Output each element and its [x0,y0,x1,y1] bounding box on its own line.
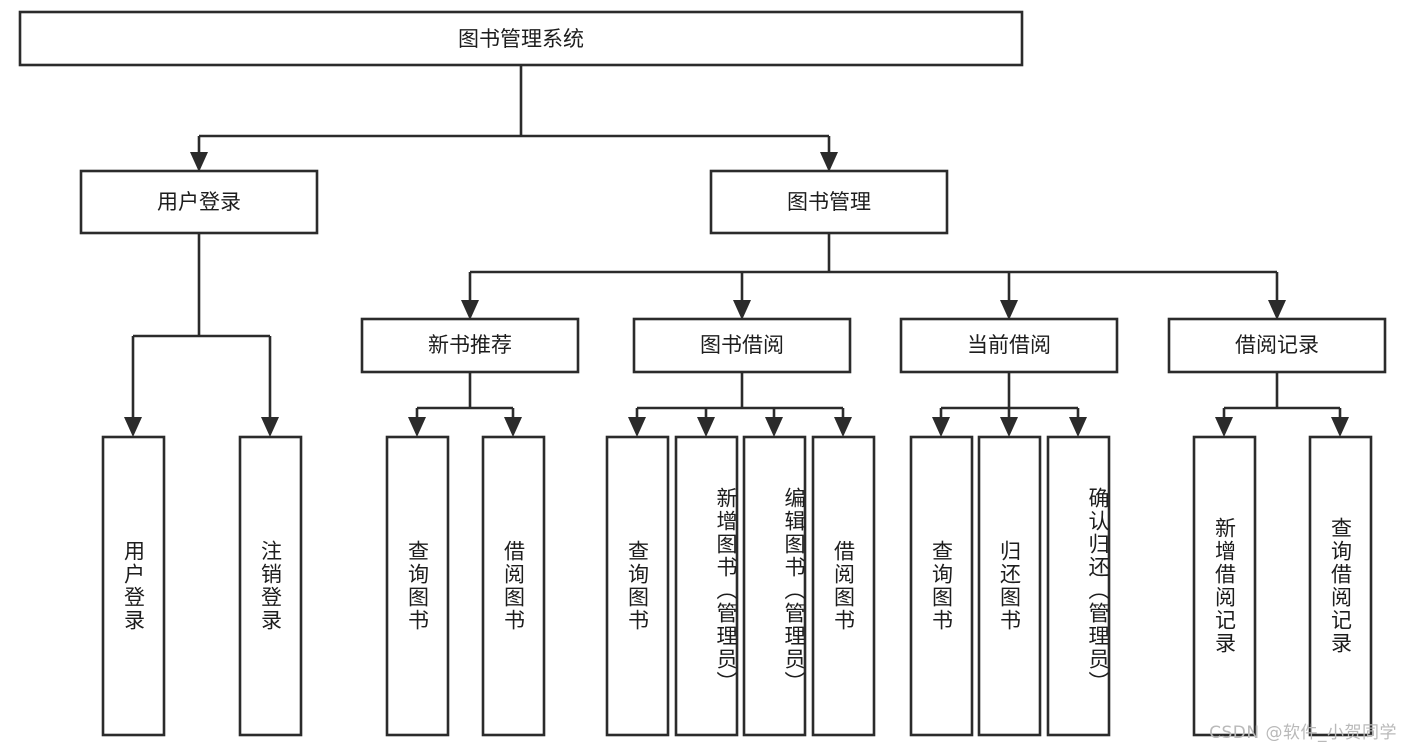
arrow-record-leaf-1 [1215,417,1233,437]
leaf-box-user-login[interactable] [101,435,166,737]
leaf-box-query-book-1[interactable] [385,435,450,737]
node-new-book-recommend-box[interactable] [360,317,580,374]
leaf-box-return-book[interactable] [977,435,1042,737]
node-borrow-record-box[interactable] [1167,317,1387,374]
node-book-management[interactable]: 图书管理 [709,169,949,235]
node-root-label: 图书管理系统 [458,27,584,51]
arrow-current-leaf-2 [1000,417,1018,437]
arrow-userlogin-leaf-2 [261,417,279,437]
node-root[interactable]: 图书管理系统 [18,10,1024,67]
arrow-record-leaf-2 [1331,417,1349,437]
arrow-root-to-book-mgmt [820,152,838,172]
leaf-box-borrow-book-2[interactable] [811,435,876,737]
arrow-bookmgmt-to-borrow [733,300,751,320]
arrow-borrow-leaf-3 [765,417,783,437]
arrow-bookmgmt-to-current [1000,300,1018,320]
connectors-group [124,66,1349,437]
arrow-bookmgmt-to-newbook [461,300,479,320]
node-book-borrow-label: 图书借阅 [700,333,784,357]
node-root-box[interactable] [18,10,1024,67]
arrow-newbook-leaf-1 [408,417,426,437]
node-borrow-record[interactable]: 借阅记录 [1167,317,1387,374]
leaf-box-logout[interactable] [238,435,303,737]
node-current-borrow-label: 当前借阅 [967,333,1051,357]
leaf-box-query-book-2[interactable] [605,435,670,737]
arrow-borrow-leaf-1 [628,417,646,437]
leaf-box-query-book-3[interactable] [909,435,974,737]
arrow-newbook-leaf-2 [504,417,522,437]
node-current-borrow-box[interactable] [899,317,1119,374]
arrow-userlogin-leaf-1 [124,417,142,437]
leaf-box-borrow-book-1[interactable] [481,435,546,737]
node-book-management-label: 图书管理 [787,190,871,214]
arrow-borrow-leaf-4 [834,417,852,437]
arrow-borrow-leaf-2 [697,417,715,437]
leaf-box-add-book-admin[interactable] [674,435,739,737]
arrow-current-leaf-3 [1069,417,1087,437]
leaf-boxes-group [101,435,1373,737]
node-book-borrow[interactable]: 图书借阅 [632,317,852,374]
arrow-bookmgmt-to-record [1268,300,1286,320]
node-new-book-recommend[interactable]: 新书推荐 [360,317,580,374]
node-user-login-box[interactable] [79,169,319,235]
node-new-book-recommend-label: 新书推荐 [428,333,512,357]
node-borrow-record-label: 借阅记录 [1235,333,1319,357]
arrow-current-leaf-1 [932,417,950,437]
arrow-root-to-user-login [190,152,208,172]
node-current-borrow[interactable]: 当前借阅 [899,317,1119,374]
node-user-login[interactable]: 用户登录 [79,169,319,235]
node-book-borrow-box[interactable] [632,317,852,374]
csdn-watermark: CSDN @软件_小贺同学 [1209,723,1397,743]
node-book-management-box[interactable] [709,169,949,235]
leaf-box-query-borrow-record[interactable] [1308,435,1373,737]
leaf-box-add-borrow-record[interactable] [1192,435,1257,737]
node-user-login-label: 用户登录 [157,190,241,214]
leaf-box-edit-book-admin[interactable] [742,435,807,737]
leaf-box-confirm-return-admin[interactable] [1046,435,1111,737]
